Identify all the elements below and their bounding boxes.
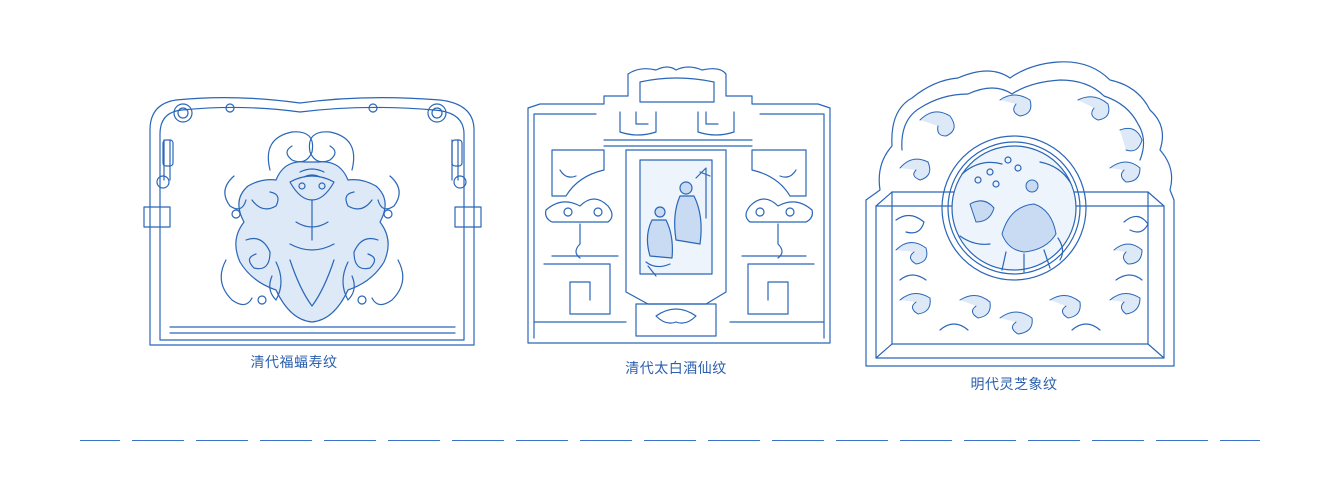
dash-segment: [388, 440, 440, 441]
dash-segment: [1220, 440, 1260, 441]
dash-segment: [900, 440, 952, 441]
dash-segment: [260, 440, 312, 441]
dash-segment: [1028, 440, 1080, 441]
dash-segment: [580, 440, 632, 441]
dash-segment: [516, 440, 568, 441]
dash-segment: [772, 440, 824, 441]
caption-li-bai: 清代太白酒仙纹: [625, 361, 727, 377]
bat-longevity-panel: [143, 97, 482, 346]
dash-segment: [1156, 440, 1208, 441]
li-bai-panel: [527, 66, 831, 344]
dash-segment: [1092, 440, 1144, 441]
dash-segment: [132, 440, 184, 441]
dash-segment: [708, 440, 760, 441]
dash-segment: [452, 440, 504, 441]
caption-lingzhi: 明代灵芝象纹: [970, 377, 1058, 393]
lingzhi-panel: [865, 61, 1175, 367]
dash-segment: [324, 440, 376, 441]
caption-bat-longevity: 清代福蝠寿纹: [250, 355, 338, 371]
dash-segment: [836, 440, 888, 441]
dash-segment: [80, 440, 120, 441]
dash-segment: [644, 440, 696, 441]
dash-segment: [196, 440, 248, 441]
dash-segment: [964, 440, 1016, 441]
